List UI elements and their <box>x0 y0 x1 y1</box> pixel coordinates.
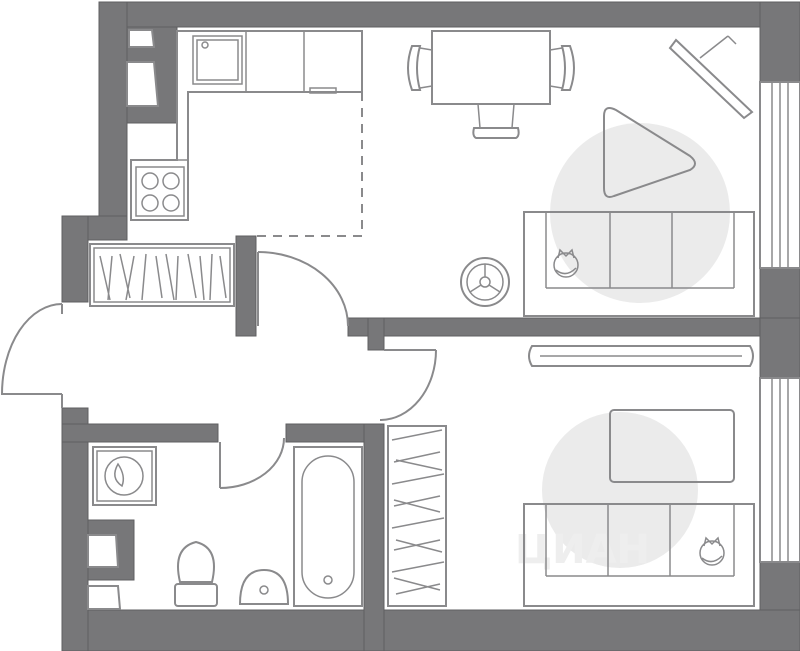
sleeping-cat-icon <box>699 536 725 566</box>
washing-machine <box>92 446 157 506</box>
oven-handle <box>309 87 337 94</box>
vent-shaft-inner <box>87 534 120 568</box>
wall-kitchen-right-bottom <box>759 267 800 325</box>
cooktop <box>135 166 185 217</box>
ceiling-light-spot-bedroom <box>542 412 698 568</box>
door-bathroom <box>219 437 285 489</box>
hall-wardrobe <box>89 243 235 307</box>
wall-bath-top-left <box>61 423 219 443</box>
wall-kitchen-right-top <box>759 1 800 83</box>
vent-shaft <box>126 61 160 107</box>
kitchen-counter <box>130 30 363 221</box>
sleeping-cat-icon <box>553 248 579 278</box>
toilet <box>174 540 218 607</box>
wall-bedroom-right-top <box>759 317 800 379</box>
triangle-coffee-table <box>603 107 696 198</box>
bedroom-wardrobe <box>387 425 447 607</box>
bedroom-shelf <box>528 345 754 367</box>
watermark: ЦИАН <box>515 527 650 573</box>
dining-table <box>407 30 575 139</box>
vent-shaft <box>87 585 122 610</box>
bathroom-sink <box>238 568 290 605</box>
door-kitchen <box>257 251 349 327</box>
wall-left-upper <box>98 1 128 227</box>
wall-bottom <box>61 609 800 651</box>
wall-top <box>98 1 800 28</box>
wall-middle-stub <box>367 317 385 351</box>
sofa-bedroom <box>523 503 755 607</box>
wall-left-closet <box>61 215 89 303</box>
kitchen-sink <box>192 35 243 85</box>
robot-vacuum <box>460 257 510 307</box>
wall-left-bath <box>61 407 89 651</box>
window-kitchen <box>759 81 800 269</box>
kitchen-zone-boundary <box>256 92 363 237</box>
door-bedroom <box>379 349 437 421</box>
entrance-door <box>0 303 63 408</box>
walls <box>61 1 800 651</box>
window-bedroom <box>759 377 800 563</box>
vent-shafts <box>87 29 160 610</box>
bedroom-coffee-table <box>609 409 735 483</box>
bathtub <box>293 446 363 607</box>
vent-shaft <box>128 29 156 48</box>
wall-bath-right <box>363 423 385 651</box>
wall-middle <box>347 317 800 337</box>
corner-tv <box>668 35 754 120</box>
wall-closet-right <box>235 235 257 337</box>
sofa-living <box>523 211 755 317</box>
